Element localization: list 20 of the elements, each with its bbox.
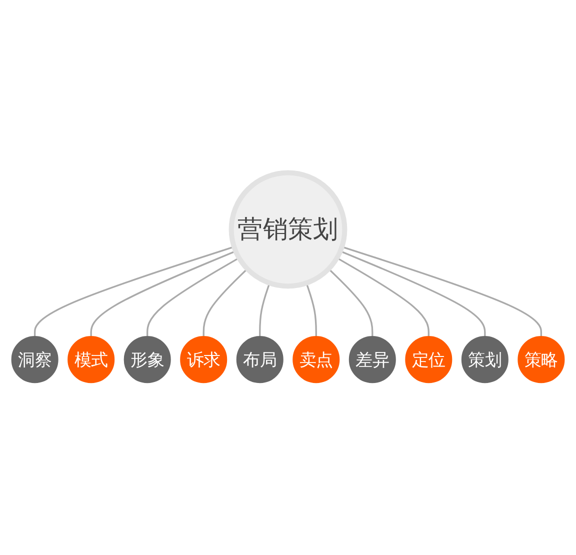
node-circle: 布局 [236,336,284,383]
connector [336,257,430,336]
connector [34,246,234,336]
node-circle: 策略 [518,336,565,383]
connector [146,257,240,336]
node-circle: 定位 [405,336,452,383]
node-circle: 形象 [124,336,171,383]
connector [259,282,270,336]
node-circle: 模式 [68,336,115,383]
node-circle: 卖点 [292,336,340,383]
connector [202,268,248,336]
node-circle: 差异 [348,336,396,383]
connector [328,268,374,336]
node-circle: 诉求 [180,336,228,383]
node-circle: 营销策划 [228,170,348,288]
connector [306,282,317,336]
node-circle: 策划 [461,336,508,383]
connector [90,250,236,336]
node-circle: 洞察 [11,336,58,383]
connector [340,250,486,336]
